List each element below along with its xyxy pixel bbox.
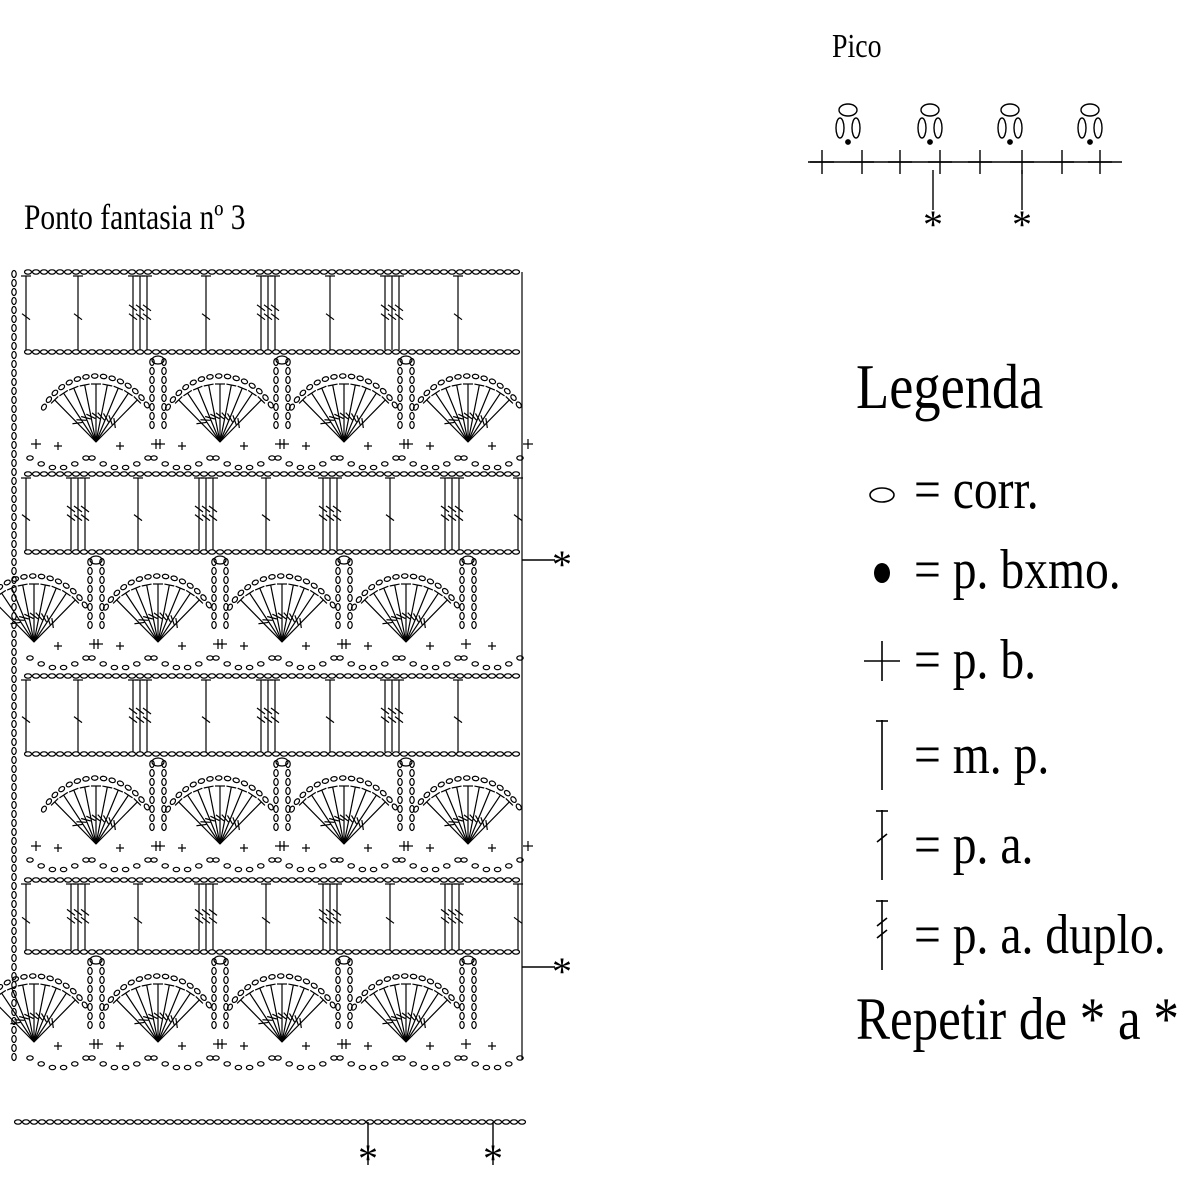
half-double-icon: [876, 720, 888, 790]
stitch-chart: * * * *: [0, 269, 572, 1181]
chart-repeat-mark-right-2: *: [552, 949, 572, 994]
repeat-note: Repetir de * a *: [856, 986, 1179, 1052]
legend-label-single-crochet: = p. b.: [914, 629, 1037, 691]
chart-repeat-mark-right-1: *: [552, 542, 572, 587]
legend-label-treble-crochet: = p. a. duplo.: [914, 904, 1166, 966]
single-crochet-icon: [864, 641, 900, 681]
chart-title: Ponto fantasia nº 3: [24, 197, 246, 237]
legend-item-chain: = corr.: [862, 455, 1061, 525]
chart-repeat-mark-bottom-1: *: [358, 1136, 378, 1181]
treble-crochet-icon: [876, 900, 888, 970]
legend-item-single-crochet: = p. b.: [862, 625, 1058, 695]
legend-item-slip-stitch: = p. bxmo.: [862, 535, 1157, 605]
chain-icon: [869, 487, 895, 503]
legend-label-chain: = corr.: [914, 459, 1039, 521]
chart-repeat-mark-bottom-2: *: [483, 1136, 503, 1181]
legend-item-treble-crochet: = p. a. duplo.: [862, 900, 1200, 970]
legend-label-double-crochet: = p. a.: [914, 814, 1034, 876]
legend-item-double-crochet: = p. a.: [862, 810, 1054, 880]
legend-label-half-double: = m. p.: [914, 724, 1050, 786]
pico-diagram: * *: [808, 103, 1122, 247]
slip-stitch-icon: [874, 563, 890, 583]
legend-title: Legenda: [856, 351, 1044, 422]
pico-repeat-mark-end: *: [1012, 202, 1032, 247]
pico-repeat-mark-start: *: [923, 202, 943, 247]
double-crochet-icon: [876, 810, 888, 880]
legend-item-half-double: = m. p.: [862, 720, 1073, 790]
legend-label-slip-stitch: = p. bxmo.: [914, 539, 1121, 601]
pico-title: Pico: [832, 28, 882, 65]
